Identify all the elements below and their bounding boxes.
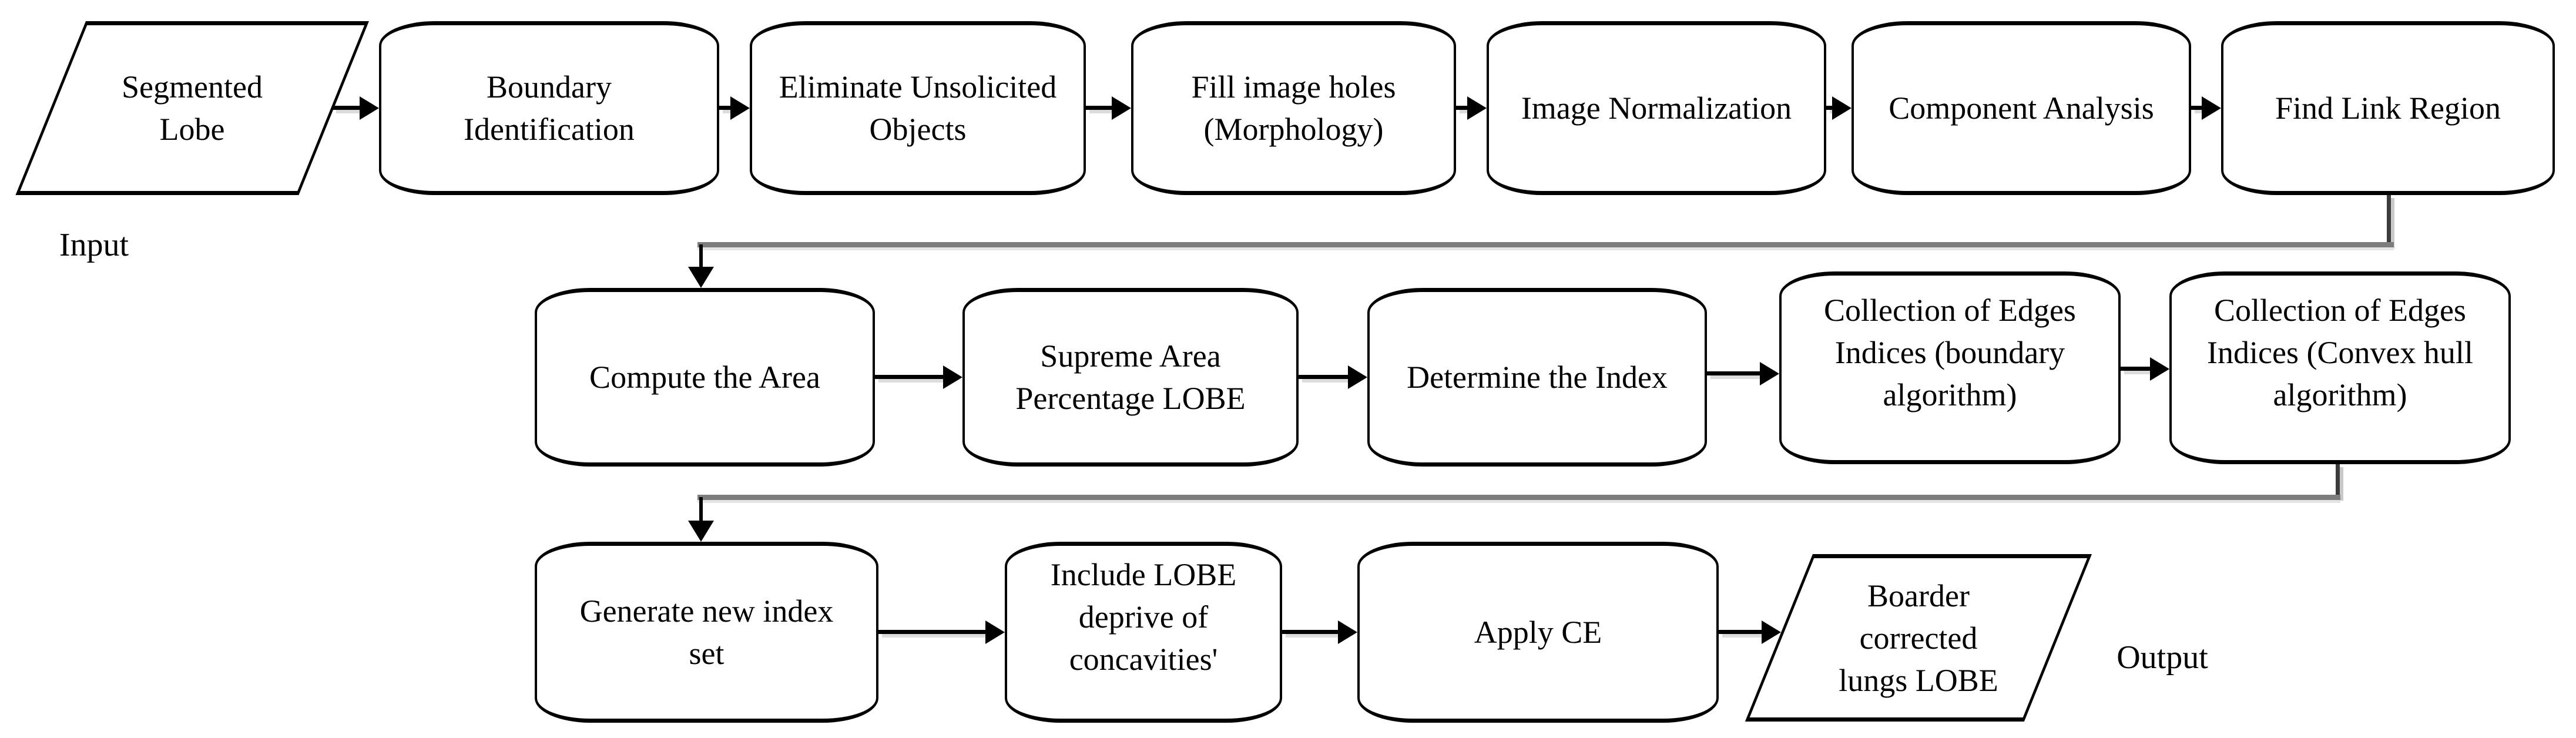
arrow-line [1086,106,1113,110]
node-label: Compute the Area [589,360,820,395]
input-label: Input [59,227,129,263]
arrow-line [878,630,985,634]
arrow-head-icon [985,620,1005,644]
arrow-head-icon [1832,96,1852,120]
node-determine-the-index: Determine the Index [1367,288,1707,467]
connector-horizontal-segment [697,242,2394,247]
node-boundary-identification: Boundary Identification [379,21,719,195]
node-collection-edges-convex-hull: Collection of Edges Indices (Convex hull… [2169,271,2511,464]
arrow-line [1456,106,1469,110]
node-fill-image-holes: Fill image holes (Morphology) [1131,21,1456,195]
node-label: Component Analysis [1889,90,2154,126]
node-supreme-area-percentage-lobe: Supreme Area Percentage LOBE [962,288,1299,467]
arrow-line [2121,367,2150,371]
arrow-line [1719,630,1762,634]
arrow-head-icon [688,267,714,288]
node-find-link-region: Find Link Region [2221,21,2555,195]
node-label: Collection of Edges Indices (Convex hull… [2207,293,2473,412]
node-label: Eliminate Unsolicited Objects [779,69,1057,147]
arrow-head-icon [1467,96,1487,120]
arrow-line [333,106,360,110]
node-boarder-corrected-lungs-lobe: Boarder corrected lungs LOBE [1745,554,2092,722]
node-label: Apply CE [1474,615,1602,650]
arrow-line [1826,106,1834,110]
node-label: Determine the Index [1407,360,1668,395]
node-include-lobe-deprive: Include LOBE deprive of concavities' [1005,542,1282,723]
node-label: Image Normalization [1521,90,1792,126]
node-label: Segmented Lobe [122,69,263,147]
arrow-line [1299,375,1348,379]
arrow-head-icon [730,96,750,120]
arrow-head-icon [2150,357,2169,381]
arrow-line [1282,630,1338,634]
arrow-head-icon [688,521,714,542]
node-label: Generate new index set [579,593,834,671]
arrow-head-icon [1348,365,1367,389]
node-image-normalization: Image Normalization [1487,21,1826,195]
arrow-line [2191,106,2203,110]
node-generate-new-index-set: Generate new index set [535,542,878,723]
connector-horizontal-segment [697,495,2340,500]
node-collection-edges-boundary: Collection of Edges Indices (boundary al… [1779,271,2121,464]
arrow-line [1707,371,1760,375]
node-label: Fill image holes (Morphology) [1191,69,1396,147]
arrow-line [719,106,732,110]
node-label: Boarder corrected lungs LOBE [1839,578,1998,698]
node-label: Collection of Edges Indices (boundary al… [1824,293,2076,412]
connector-vertical-segment [699,244,703,269]
arrow-head-icon [943,365,962,389]
node-apply-ce: Apply CE [1357,542,1719,723]
arrow-head-icon [2202,96,2221,120]
arrow-head-icon [360,96,379,120]
arrow-head-icon [1760,362,1779,385]
node-label: Include LOBE deprive of concavities' [1050,557,1237,677]
node-label: Find Link Region [2275,90,2501,126]
node-eliminate-unsolicited-objects: Eliminate Unsolicited Objects [750,21,1086,195]
output-label: Output [2117,639,2208,676]
arrow-head-icon [1338,620,1357,644]
arrow-head-icon [1112,96,1131,120]
connector-vertical-segment [2387,195,2391,246]
arrow-line [875,375,943,379]
node-label: Supreme Area Percentage LOBE [1015,338,1246,416]
node-label: Boundary Identification [464,69,635,147]
node-segmented-lobe: Segmented Lobe [15,21,370,195]
arrow-head-icon [1762,620,1781,644]
node-compute-the-area: Compute the Area [535,288,875,467]
connector-vertical-segment [2336,464,2340,498]
node-component-analysis: Component Analysis [1852,21,2191,195]
connector-vertical-segment [699,497,703,523]
